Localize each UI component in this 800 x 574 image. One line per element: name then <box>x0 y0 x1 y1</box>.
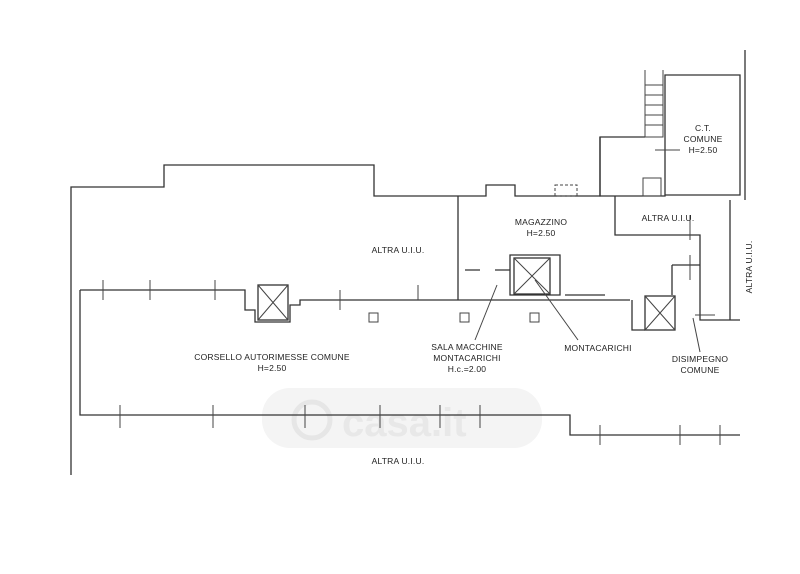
sala-label-1: SALA MACCHINE <box>431 342 503 352</box>
sala-label-2: MONTACARICHI <box>433 353 500 363</box>
corsello-label: CORSELLO AUTORIMESSE COMUNE <box>194 352 350 362</box>
altra-uiu-label-top-right: ALTRA U.I.U. <box>642 213 695 223</box>
pillars <box>368 312 540 323</box>
altra-uiu-label-right: ALTRA U.I.U. <box>744 241 754 294</box>
disimpegno-label-2: COMUNE <box>681 365 720 375</box>
altra-uiu-label-bottom: ALTRA U.I.U. <box>372 456 425 466</box>
tick-marks <box>102 149 721 445</box>
magazzino-label: MAGAZZINO <box>515 217 568 227</box>
lift-shafts <box>257 257 676 331</box>
labels: CORSELLO AUTORIMESSE COMUNE H=2.50 MAGAZ… <box>194 123 754 466</box>
watermark-text: casa.it <box>342 401 467 445</box>
magazzino-height: H=2.50 <box>527 228 556 238</box>
disimpegno-label-1: DISIMPEGNO <box>672 354 729 364</box>
leader-lines <box>474 279 701 353</box>
altra-uiu-label-top-left: ALTRA U.I.U. <box>372 245 425 255</box>
ct-height: H=2.50 <box>689 145 718 155</box>
walls <box>70 50 746 475</box>
ct-label-2: COMUNE <box>684 134 723 144</box>
ct-label-1: C.T. <box>695 123 711 133</box>
sala-height: H.c.=2.00 <box>448 364 486 374</box>
corsello-height: H=2.50 <box>258 363 287 373</box>
watermark: casa.it <box>262 388 542 448</box>
montacarichi-label: MONTACARICHI <box>564 343 631 353</box>
